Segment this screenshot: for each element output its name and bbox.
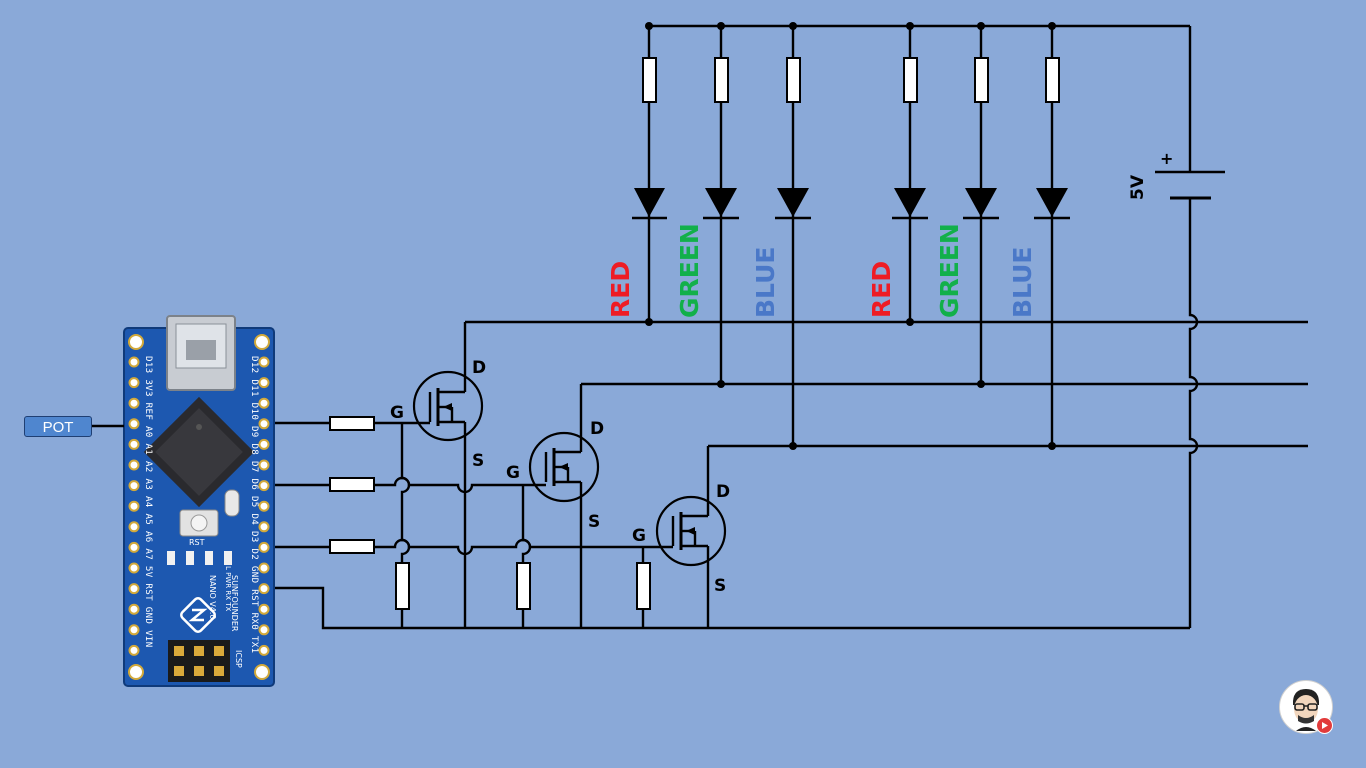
led-column-red-1 bbox=[632, 26, 667, 322]
mosfet-1: D G S bbox=[390, 322, 486, 628]
led-diode bbox=[705, 188, 737, 217]
pin-hole bbox=[128, 521, 140, 533]
pin-hole bbox=[258, 644, 270, 656]
mosfet-2-source-label: S bbox=[588, 512, 600, 532]
pulldown-resistor-1 bbox=[395, 562, 410, 610]
board-brand-label: SUNFOUNDER bbox=[230, 575, 239, 632]
resistor bbox=[1045, 57, 1060, 103]
mosfet-1-drain-label: D bbox=[472, 358, 486, 378]
pin-hole bbox=[128, 500, 140, 512]
board-icsp-label: ICSP bbox=[234, 650, 243, 668]
mosfet-2-gate-label: G bbox=[506, 463, 520, 483]
battery-plus-label: + bbox=[1160, 149, 1173, 168]
pin-hole bbox=[128, 644, 140, 656]
label-blue-1: BLUE bbox=[751, 247, 780, 318]
led-column-blue-1 bbox=[775, 26, 811, 446]
pin-hole bbox=[128, 377, 140, 389]
label-red-1: RED bbox=[606, 261, 635, 318]
pin-hole bbox=[258, 397, 270, 409]
gate-wiring bbox=[273, 416, 1190, 630]
resistor bbox=[714, 57, 729, 103]
led-diode bbox=[894, 188, 926, 217]
pin-hole bbox=[128, 438, 140, 450]
mosfet-3-gate-label: G bbox=[632, 526, 646, 546]
board-right-pin-labels: D12 D11 D10 D9 D8 D7 D6 D5 D4 D3 D2 GND … bbox=[249, 356, 260, 653]
pin-hole bbox=[258, 583, 270, 595]
pin-hole bbox=[258, 624, 270, 636]
pin-hole bbox=[258, 562, 270, 574]
gate-resistor-3 bbox=[329, 539, 375, 554]
battery-5v: + 5V bbox=[1128, 149, 1225, 628]
pin-hole bbox=[128, 459, 140, 471]
pin-hole bbox=[258, 418, 270, 430]
board-rst-label: RST bbox=[189, 538, 205, 547]
gate-resistor-1 bbox=[329, 416, 375, 431]
pin-hole bbox=[258, 541, 270, 553]
resistor bbox=[786, 57, 801, 103]
pin-hole bbox=[128, 603, 140, 615]
pin-hole bbox=[258, 500, 270, 512]
pin-hole bbox=[258, 356, 270, 368]
led-diode bbox=[777, 188, 809, 217]
left-pin-header bbox=[128, 356, 140, 656]
board-model-label: NANO V4.0 bbox=[208, 575, 217, 619]
arduino-nano-board: D13 3V3 REF A0 A1 A2 A3 A4 A5 A6 A7 5V R… bbox=[123, 315, 275, 687]
pin-hole bbox=[258, 438, 270, 450]
right-pin-header bbox=[258, 356, 270, 656]
pin-hole bbox=[258, 521, 270, 533]
pin-hole bbox=[128, 480, 140, 492]
pulldown-resistor-3 bbox=[636, 562, 651, 610]
reset-button bbox=[179, 509, 219, 537]
icsp-header bbox=[168, 640, 230, 682]
resistor bbox=[642, 57, 657, 103]
pin-hole bbox=[258, 459, 270, 471]
mosfet-2-drain-label: D bbox=[590, 419, 604, 439]
label-blue-2: BLUE bbox=[1008, 247, 1037, 318]
label-red-2: RED bbox=[867, 261, 896, 318]
pin-hole bbox=[128, 418, 140, 430]
resistor bbox=[974, 57, 989, 103]
mosfet-1-source-label: S bbox=[472, 451, 484, 471]
mosfet-2: D G S bbox=[506, 384, 604, 628]
pin-hole bbox=[258, 480, 270, 492]
pin-hole bbox=[128, 541, 140, 553]
led-column-green-1 bbox=[703, 26, 739, 384]
pin-hole bbox=[128, 562, 140, 574]
led-diode bbox=[1036, 188, 1068, 217]
play-icon[interactable] bbox=[1316, 717, 1333, 734]
led-column-blue-2 bbox=[1034, 26, 1070, 446]
pin-hole bbox=[128, 397, 140, 409]
pin-hole bbox=[128, 356, 140, 368]
battery-voltage-label: 5V bbox=[1128, 174, 1148, 200]
mosfet-3-source-label: S bbox=[714, 576, 726, 596]
mosfet-1-gate-label: G bbox=[390, 403, 404, 423]
pin-hole bbox=[258, 603, 270, 615]
led-array bbox=[632, 22, 1192, 446]
pin-hole bbox=[128, 583, 140, 595]
sunfounder-logo bbox=[180, 597, 216, 633]
board-left-pin-labels: D13 3V3 REF A0 A1 A2 A3 A4 A5 A6 A7 5V R… bbox=[143, 356, 154, 648]
led-column-red-2 bbox=[892, 26, 928, 322]
gate-resistor-2 bbox=[329, 477, 375, 492]
label-green-1: GREEN bbox=[675, 223, 704, 318]
led-diode bbox=[634, 188, 665, 217]
play-triangle-icon bbox=[1322, 722, 1328, 729]
pin-hole bbox=[128, 624, 140, 636]
mosfet-3-drain-label: D bbox=[716, 482, 730, 502]
label-green-2: GREEN bbox=[935, 223, 964, 318]
resistor bbox=[903, 57, 918, 103]
board-led-labels: L PWR RX TX bbox=[224, 566, 232, 612]
drain-buses bbox=[465, 318, 1308, 450]
led-column-green-2 bbox=[963, 26, 999, 384]
pin-hole bbox=[258, 377, 270, 389]
avatar-face-icon bbox=[1293, 689, 1319, 731]
led-diode bbox=[965, 188, 997, 217]
mosfet-3: D G S bbox=[632, 446, 730, 628]
pulldown-resistor-2 bbox=[516, 562, 531, 610]
pot-label: POT bbox=[24, 416, 92, 437]
led-labels: RED GREEN BLUE RED GREEN BLUE bbox=[606, 223, 1037, 318]
